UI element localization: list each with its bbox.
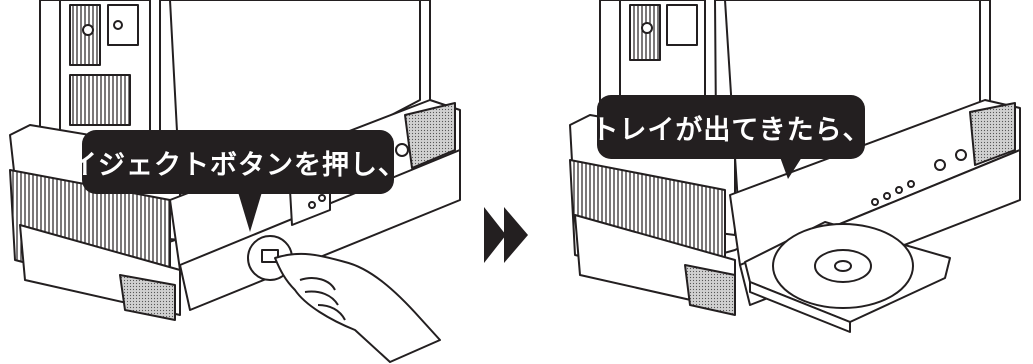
step-2-callout: トレイが出てきたら、: [597, 95, 865, 159]
double-arrow-icon: [482, 203, 530, 267]
disc-icon: [773, 224, 913, 308]
step-1-callout-pointer: [238, 192, 262, 232]
step-2-callout-pointer: [780, 157, 802, 179]
step-1-callout: イジェクトボタンを押し、: [82, 130, 394, 194]
step-2-panel: [545, 0, 1033, 364]
pc-illustration-tray-open: [545, 0, 1033, 364]
hand-pointing-icon: [275, 254, 440, 362]
